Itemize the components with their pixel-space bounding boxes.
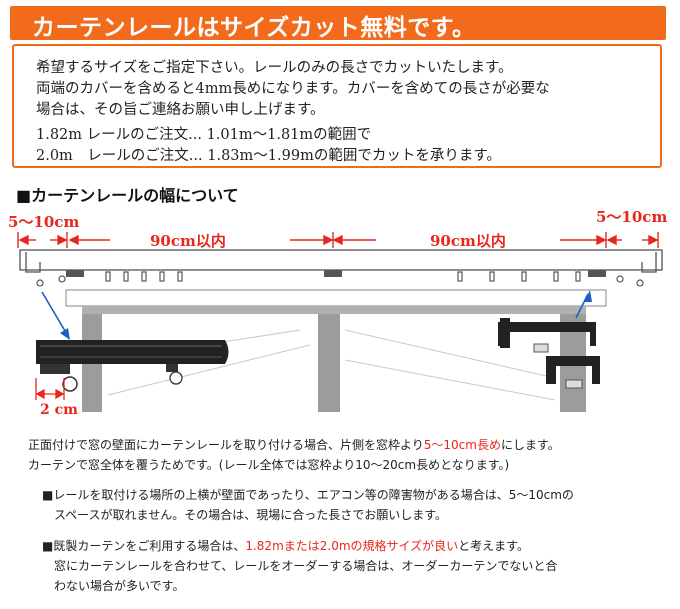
note-2-line-2: 窓にカーテンレールを合わせて、レールをオーダーする場合は、オーダーカーテンでない… bbox=[54, 559, 558, 573]
note-2-line-1: ■既製カーテンをご利用する場合は、1.82mまたは2.0mの規格サイズが良いと考… bbox=[42, 538, 529, 554]
paragraph-1-text: 正面付けで窓の壁面にカーテンレールを取り付ける場合、片側を窓枠より bbox=[28, 438, 424, 452]
notice-line-4: 1.82m レールのご注文... 1.01m〜1.81mの範囲で bbox=[36, 127, 372, 143]
rail-width-diagram bbox=[17, 232, 663, 412]
paragraph-1-end: にします。 bbox=[500, 438, 560, 452]
note-1-line-2: スペースが取れません。その場合は、現場に合った長さでお願いします。 bbox=[54, 508, 448, 522]
window-center-post bbox=[318, 306, 340, 412]
bracket-offset-dimension bbox=[35, 378, 65, 400]
span-right-label: 90cm以内 bbox=[430, 232, 506, 250]
right-margin-label: 5〜10cm bbox=[596, 208, 668, 226]
zoom-pointer-left bbox=[41, 291, 69, 337]
bracket-offset-label: 2 cm bbox=[40, 402, 78, 418]
rail-closeup-left bbox=[36, 340, 229, 392]
banner-title: カーテンレールはサイズカット無料です。 bbox=[32, 15, 476, 41]
bracket-right bbox=[588, 270, 606, 277]
bracket-closeup-right bbox=[498, 318, 600, 389]
span-left-label: 90cm以内 bbox=[150, 232, 226, 250]
header-banner: カーテンレールはサイズカット無料です。 bbox=[10, 6, 666, 41]
note-1-line-1: ■レールを取付ける場所の上横が壁面であったり、エアコン等の障害物がある場合は、5… bbox=[42, 488, 574, 502]
bracket-left bbox=[66, 270, 84, 277]
section-title: ■カーテンレールの幅について bbox=[16, 186, 239, 205]
rail-left-end bbox=[25, 252, 41, 273]
note-2-text: ■既製カーテンをご利用する場合は、 bbox=[42, 539, 246, 553]
notice-line-3: 場合は、その旨ご連絡お願い申し上げます。 bbox=[36, 102, 325, 118]
note-2-end: と考えます。 bbox=[458, 539, 529, 553]
notice-line-2: 両端のカバーを含めると4mm長めになります。カバーを含めての長さが必要な bbox=[36, 81, 550, 97]
paragraph-1: 正面付けで窓の壁面にカーテンレールを取り付ける場合、片側を窓枠より5〜10cm長… bbox=[28, 437, 560, 453]
note-2-highlight: 1.82mまたは2.0mの規格サイズが良い bbox=[245, 539, 459, 553]
dimension-lines bbox=[17, 232, 659, 248]
paragraph-1-highlight: 5〜10cm長め bbox=[423, 438, 501, 452]
notice-line-1: 希望するサイズをご指定下さい。レールのみの長さでカットいたします。 bbox=[36, 60, 513, 76]
note-2-line-3: わない場合が多いです。 bbox=[54, 579, 185, 593]
bracket-center bbox=[324, 270, 342, 277]
notice-line-5: 2.0m レールのご注文... 1.83m〜1.99mの範囲でカットを承ります。 bbox=[36, 148, 501, 164]
curtain-rail bbox=[19, 249, 663, 271]
paragraph-1-line-2: カーテンで窓全体を覆うためです。(レール全体では窓枠より10〜20cm長めとなり… bbox=[28, 458, 510, 472]
notice-box: 希望するサイズをご指定下さい。レールのみの長さでカットいたします。 両端のカバー… bbox=[12, 44, 662, 168]
rail-right-end bbox=[641, 252, 657, 273]
runners bbox=[36, 271, 644, 287]
window-head bbox=[82, 306, 586, 314]
left-margin-label: 5〜10cm bbox=[8, 213, 80, 231]
window-top-frame bbox=[65, 289, 607, 307]
